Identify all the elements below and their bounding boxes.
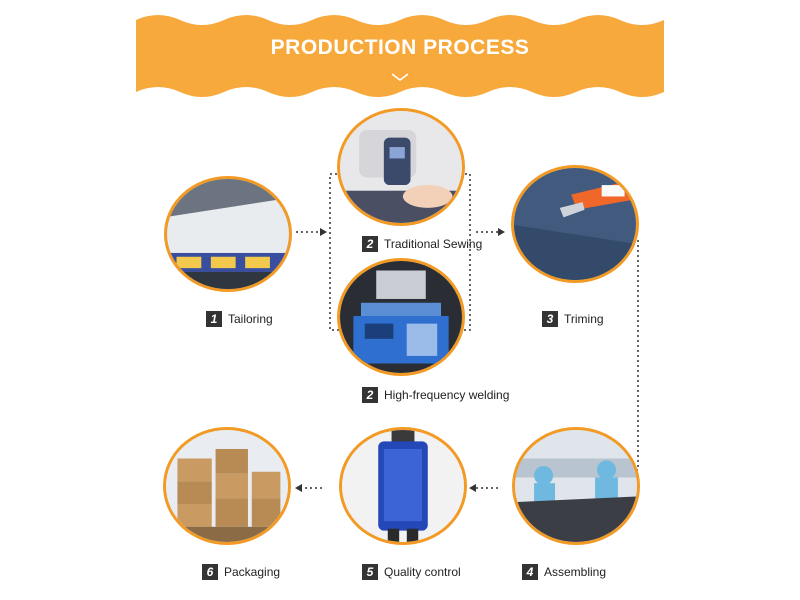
bracket-right xyxy=(460,173,471,331)
step-number: 2 xyxy=(362,387,378,403)
step-name: High-frequency welding xyxy=(384,388,510,402)
step-name: Quality control xyxy=(384,565,461,579)
step-1-label: 1 Tailoring xyxy=(206,311,273,327)
step-name: Triming xyxy=(564,312,604,326)
assembling-photo xyxy=(512,427,640,545)
arrowhead-1-2 xyxy=(320,228,327,236)
tailoring-photo xyxy=(164,176,292,292)
step-name: Traditional Sewing xyxy=(384,237,483,251)
traditional-sewing-photo xyxy=(337,108,465,226)
high-frequency-welding-photo xyxy=(337,258,465,376)
quality-control-photo xyxy=(339,427,467,545)
step-number: 1 xyxy=(206,311,222,327)
header-banner: PRODUCTION PROCESS xyxy=(136,10,664,102)
step-5-label: 5 Quality control xyxy=(362,564,461,580)
step-name: Tailoring xyxy=(228,312,273,326)
step-2-sewing-label: 2 Traditional Sewing xyxy=(362,236,482,252)
step-name: Assembling xyxy=(544,565,607,579)
chevron-down-icon xyxy=(391,73,409,81)
page-title: PRODUCTION PROCESS xyxy=(270,36,530,59)
step-number: 5 xyxy=(362,564,378,580)
packaging-photo xyxy=(163,427,291,545)
step-2-welding-label: 2 High-frequency welding xyxy=(362,387,509,403)
arrowhead-2-3 xyxy=(498,228,505,236)
arrowhead-5-6 xyxy=(295,484,302,492)
wavy-banner-shape xyxy=(136,15,664,97)
step-6-label: 6 Packaging xyxy=(202,564,280,580)
arrow-3-4 xyxy=(630,240,639,471)
step-number: 6 xyxy=(202,564,218,580)
step-number: 2 xyxy=(362,236,378,252)
bracket-left xyxy=(329,173,342,331)
step-name: Packaging xyxy=(224,565,281,579)
arrowhead-4-5 xyxy=(469,484,476,492)
step-3-label: 3 Triming xyxy=(542,311,604,327)
step-4-label: 4 Assembling xyxy=(522,564,606,580)
step-number: 4 xyxy=(522,564,538,580)
triming-photo xyxy=(511,165,639,283)
step-number: 3 xyxy=(542,311,558,327)
